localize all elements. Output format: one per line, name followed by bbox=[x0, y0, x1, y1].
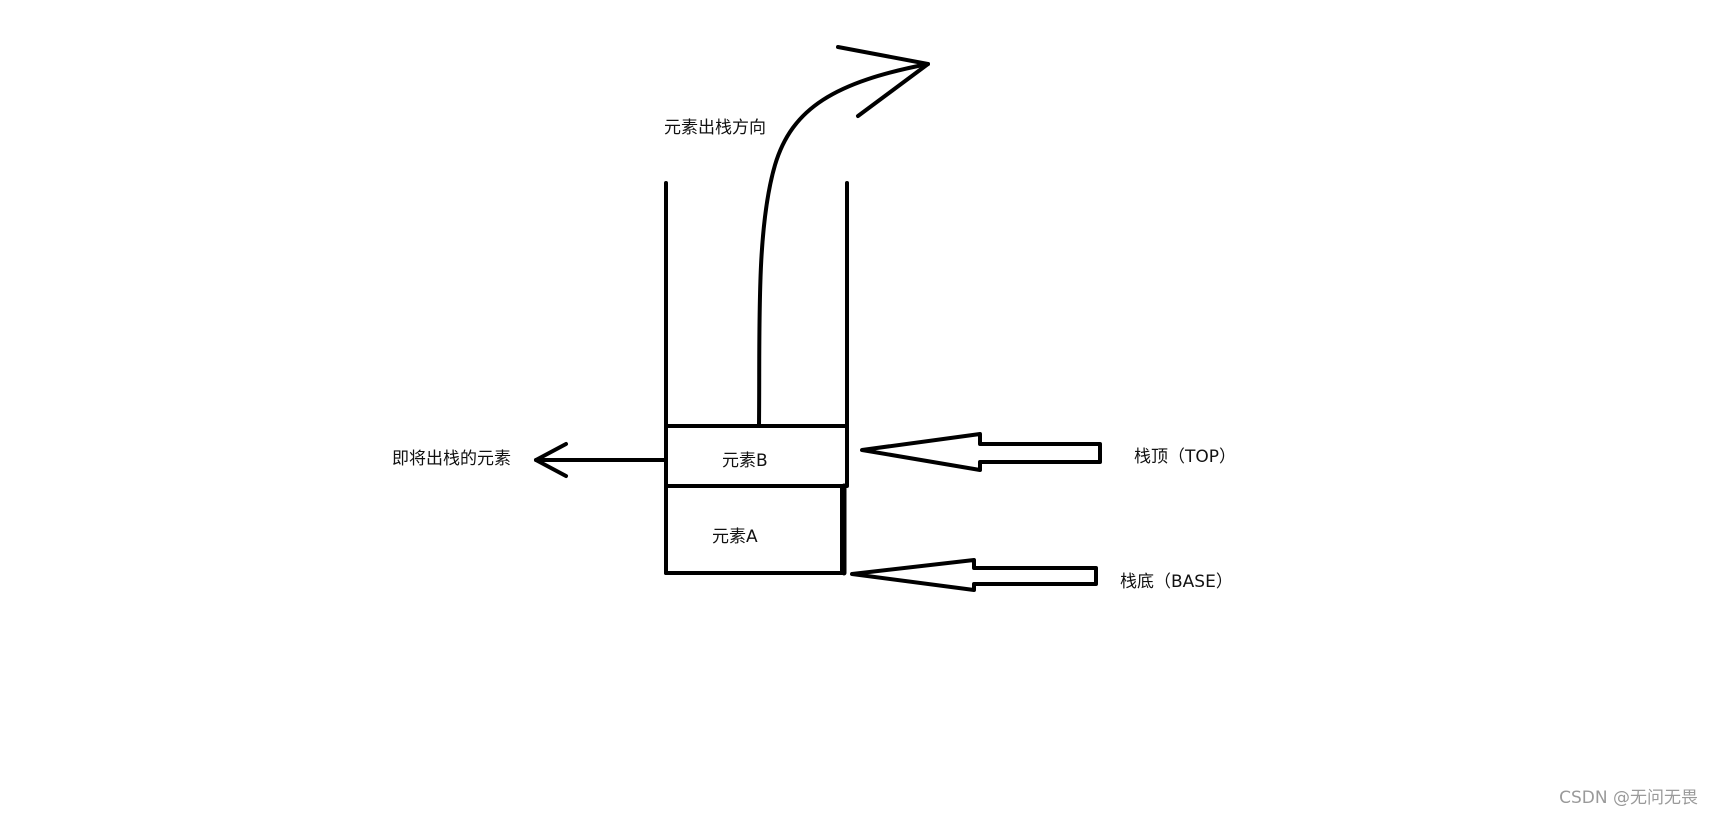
stack-base-block-arrow bbox=[850, 558, 1098, 592]
about-to-pop-label: 即将出栈的元素 bbox=[392, 449, 511, 469]
stack-top-block-arrow bbox=[860, 432, 1102, 472]
csdn-watermark: CSDN @无问无畏 bbox=[1559, 788, 1698, 808]
element-b-label: 元素B bbox=[722, 451, 768, 471]
element-a-label: 元素A bbox=[712, 527, 758, 547]
pop-direction-label: 元素出栈方向 bbox=[664, 118, 766, 138]
pop-direction-curve bbox=[757, 62, 930, 427]
about-to-pop-arrowhead bbox=[534, 442, 568, 478]
pop-direction-arrowhead bbox=[836, 45, 930, 118]
stack-top-label: 栈顶（TOP） bbox=[1134, 447, 1237, 467]
stack-base-label: 栈底（BASE） bbox=[1120, 572, 1233, 592]
